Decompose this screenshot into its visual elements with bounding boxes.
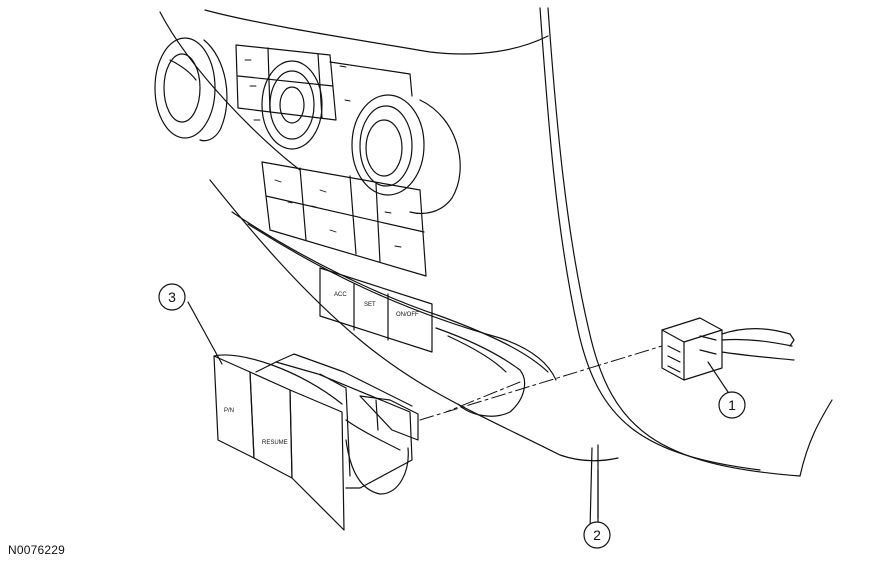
climate-control-module [154, 37, 461, 277]
callout-bubble-1 [718, 391, 746, 419]
callout-label-3: 3 [168, 289, 176, 305]
switch-label-resume: RESUME [262, 440, 288, 446]
panel-button-label-onoff: ON/OFF [396, 312, 419, 318]
switch-button-3 [289, 389, 345, 531]
callout-2: 2 [583, 521, 611, 549]
panel-button-label-set: SET [364, 302, 376, 308]
callout-1: 1 [718, 391, 746, 419]
switch-assembly: P/N RESUME [213, 353, 419, 531]
callout-3: 3 [158, 283, 186, 311]
panel-button-label-acc: ACC [334, 292, 347, 298]
alignment-lines [419, 345, 663, 421]
electrical-connector [661, 317, 795, 381]
callout-label-2: 2 [593, 527, 601, 543]
callout-bubble-2 [583, 521, 611, 549]
center-knob [261, 60, 323, 150]
left-knob [154, 37, 216, 139]
figure-id: N0076229 [8, 543, 65, 557]
leader-3 [187, 301, 223, 365]
instrument-panel [159, 7, 833, 531]
callout-leaders [187, 301, 729, 519]
switch-button-2 [249, 371, 293, 479]
switch-opening: ACC SET ON/OFF [319, 267, 526, 417]
callout-label-1: 1 [728, 397, 736, 413]
callout-bubble-3 [158, 283, 186, 311]
connector-alignment-line [419, 345, 663, 421]
switch-button-1 [213, 355, 255, 459]
switch-label-pn: P/N [224, 408, 234, 414]
right-knob [351, 94, 425, 196]
leader-1 [707, 361, 729, 393]
